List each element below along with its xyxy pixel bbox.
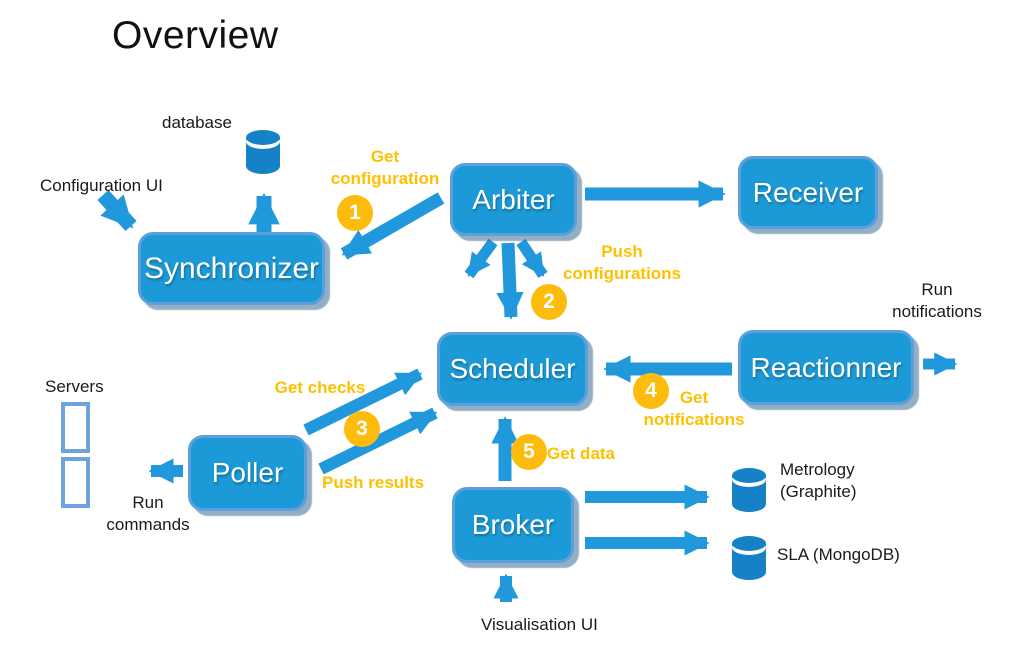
step-2-badge: 2 <box>531 284 567 320</box>
node-poller: Poller <box>188 435 307 511</box>
arrow-poller-scheduler-push-results <box>318 407 438 475</box>
node-broker: Broker <box>452 487 574 563</box>
arrow-arbiter-fan-right <box>516 238 548 279</box>
sla-cylinder-icon <box>732 536 766 580</box>
flow-get-checks: Get checks <box>274 378 366 397</box>
node-synchronizer: Synchronizer <box>138 232 325 305</box>
database-cylinder-icon <box>246 130 280 174</box>
flow-get-data: Get data <box>547 444 616 463</box>
flow-get-configuration: Get configuration <box>330 147 440 188</box>
server-icon <box>61 402 90 453</box>
node-reactionner-label: Reactionner <box>750 351 902 383</box>
step-1-badge: 1 <box>337 195 373 231</box>
node-synchronizer-label: Synchronizer <box>143 251 320 285</box>
node-reactionner: Reactionner <box>738 330 914 405</box>
arrow-poller-scheduler-get-checks <box>303 368 423 436</box>
label-configuration-ui: Configuration UI <box>40 176 163 195</box>
flow-get-notifications: Get notifications <box>643 388 745 429</box>
label-sla: SLA (MongoDB) <box>777 545 900 564</box>
node-receiver-label: Receiver <box>752 176 864 208</box>
node-broker-label: Broker <box>471 509 555 540</box>
arrow-arbiter-fan-left <box>464 238 498 279</box>
label-run-notifications: Run notifications <box>892 280 982 321</box>
step-5-badge: 5 <box>511 434 547 470</box>
server-icon <box>61 457 90 508</box>
label-database: database <box>162 113 232 132</box>
arrow-configuration-ui-synchronizer <box>97 189 137 232</box>
page-title: Overview <box>112 14 279 57</box>
node-scheduler-label: Scheduler <box>449 353 576 384</box>
arrow-arbiter-synchronizer <box>340 192 445 260</box>
node-arbiter: Arbiter <box>450 163 577 236</box>
label-visualisation-ui: Visualisation UI <box>481 615 598 634</box>
label-servers: Servers <box>45 377 104 396</box>
node-poller-label: Poller <box>211 457 284 488</box>
step-4-badge: 4 <box>633 373 669 409</box>
node-scheduler: Scheduler <box>437 332 588 406</box>
node-receiver: Receiver <box>738 156 878 229</box>
step-3-badge: 3 <box>344 411 380 447</box>
metrology-cylinder-icon <box>732 468 766 512</box>
flow-push-configurations: Push configurations <box>562 242 682 283</box>
label-run-commands: Run commands <box>106 493 190 534</box>
node-arbiter-label: Arbiter <box>472 183 555 215</box>
flow-push-results: Push results <box>322 473 425 492</box>
arrow-arbiter-scheduler <box>496 242 524 320</box>
label-metrology: Metrology (Graphite) <box>780 460 857 501</box>
